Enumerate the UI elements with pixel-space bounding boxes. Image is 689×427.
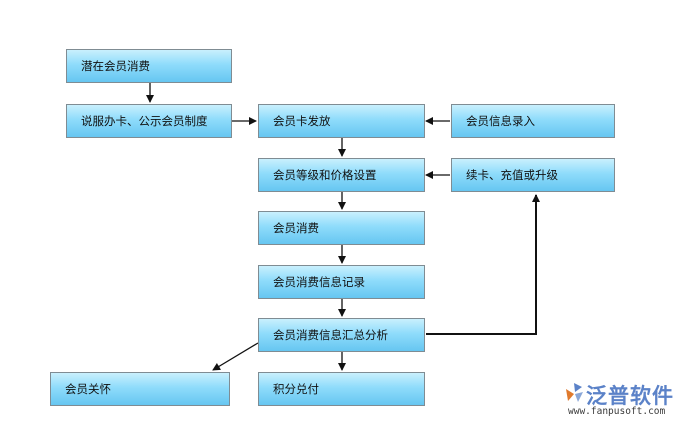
logo-name: 泛普软件 — [586, 384, 674, 408]
node-consumption-record: 会员消费信息记录 — [258, 265, 425, 299]
node-persuade-card: 说服办卡、公示会员制度 — [66, 104, 232, 138]
logo-url: www.fanpusoft.com — [568, 406, 666, 417]
node-level-price-setting: 会员等级和价格设置 — [258, 158, 425, 192]
arrow-summary-to-care — [212, 342, 259, 371]
arrow-summary-to-renew — [426, 194, 540, 335]
node-member-care: 会员关怀 — [50, 372, 230, 406]
node-info-entry: 会员信息录入 — [451, 104, 615, 138]
node-potential-consumption: 潜在会员消费 — [66, 49, 232, 83]
node-card-issue: 会员卡发放 — [258, 104, 425, 138]
node-member-consumption: 会员消费 — [258, 211, 425, 245]
fanpu-logo: 泛普软件 www.fanpusoft.com — [562, 381, 687, 425]
fanpu-logo-icon — [566, 383, 583, 402]
node-consumption-summary: 会员消费信息汇总分析 — [258, 318, 425, 352]
node-points-redeem: 积分兑付 — [258, 372, 425, 406]
node-renew-recharge-upgrade: 续卡、充值或升级 — [451, 158, 615, 192]
